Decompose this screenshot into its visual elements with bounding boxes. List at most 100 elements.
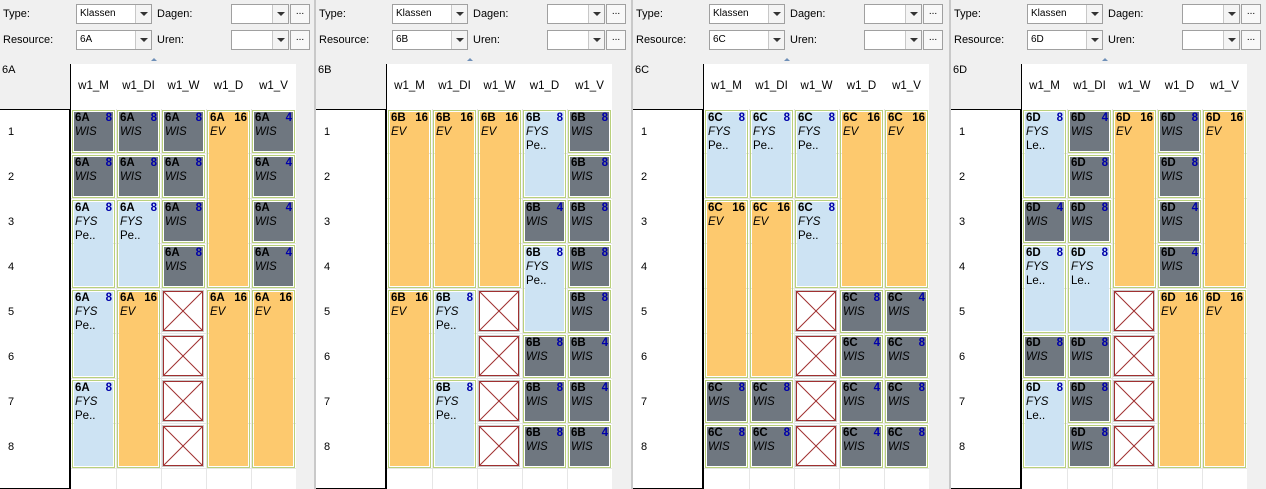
resource-combobox[interactable]: 6C <box>709 30 785 50</box>
collapse-caret-icon[interactable] <box>151 58 157 61</box>
collapse-caret-icon[interactable] <box>467 58 473 61</box>
row-header-1[interactable]: 1 <box>8 126 15 138</box>
chevron-down-icon[interactable] <box>272 31 288 49</box>
uren-ellipsis-button[interactable]: ... <box>606 30 626 50</box>
resource-combobox[interactable]: 6D <box>1027 30 1103 50</box>
dagen-ellipsis-button[interactable]: ... <box>606 4 626 24</box>
type-combobox[interactable]: Klassen <box>709 4 785 24</box>
row-header-7[interactable]: 7 <box>641 396 648 408</box>
dagen-combobox[interactable] <box>864 4 922 24</box>
chevron-down-icon[interactable] <box>588 5 604 23</box>
row-header-8[interactable]: 8 <box>324 441 331 453</box>
column-header-w1_v[interactable]: w1_V <box>575 80 604 92</box>
panel-splitter[interactable] <box>949 0 951 489</box>
dagen-combobox[interactable] <box>1182 4 1240 24</box>
column-header-w1_w[interactable]: w1_W <box>167 80 200 92</box>
row-header-4[interactable]: 4 <box>324 261 331 273</box>
collapse-caret-icon[interactable] <box>784 58 790 61</box>
panel-splitter[interactable] <box>314 0 316 489</box>
column-header-w1_v[interactable]: w1_V <box>259 80 288 92</box>
column-header-w1_m[interactable]: w1_M <box>78 80 109 92</box>
column-header-w1_d[interactable]: w1_D <box>213 80 244 92</box>
row-header-4[interactable]: 4 <box>8 261 15 273</box>
column-header-w1_di[interactable]: w1_DI <box>755 80 788 92</box>
row-header-2[interactable]: 2 <box>641 171 648 183</box>
panel-splitter[interactable] <box>631 0 633 489</box>
column-header-w1_w[interactable]: w1_W <box>483 80 516 92</box>
column-header-w1_di[interactable]: w1_DI <box>1073 80 1106 92</box>
dagen-ellipsis-button[interactable]: ... <box>923 4 943 24</box>
uren-combobox[interactable] <box>1182 30 1240 50</box>
row-header-3[interactable]: 3 <box>641 216 648 228</box>
row-header-5[interactable]: 5 <box>641 306 648 318</box>
chevron-down-icon[interactable] <box>135 31 151 49</box>
column-header-w1_v[interactable]: w1_V <box>1210 80 1239 92</box>
dagen-ellipsis-button[interactable]: ... <box>290 4 310 24</box>
column-header-w1_w[interactable]: w1_W <box>800 80 833 92</box>
chevron-down-icon[interactable] <box>905 31 921 49</box>
row-header-5[interactable]: 5 <box>324 306 331 318</box>
dagen-combobox[interactable] <box>231 4 289 24</box>
uren-ellipsis-button[interactable]: ... <box>1241 30 1261 50</box>
column-header-w1_di[interactable]: w1_DI <box>438 80 471 92</box>
column-header-w1_w[interactable]: w1_W <box>1118 80 1151 92</box>
row-header-6[interactable]: 6 <box>8 351 15 363</box>
chevron-down-icon[interactable] <box>451 5 467 23</box>
chevron-down-icon[interactable] <box>1223 5 1239 23</box>
row-header-8[interactable]: 8 <box>8 441 15 453</box>
vertical-scrollbar[interactable] <box>1247 64 1265 489</box>
row-header-2[interactable]: 2 <box>324 171 331 183</box>
row-header-5[interactable]: 5 <box>8 306 15 318</box>
row-header-6[interactable]: 6 <box>641 351 648 363</box>
chevron-down-icon[interactable] <box>1086 31 1102 49</box>
collapse-caret-icon[interactable] <box>1102 58 1108 61</box>
row-header-7[interactable]: 7 <box>324 396 331 408</box>
row-header-8[interactable]: 8 <box>959 441 966 453</box>
uren-combobox[interactable] <box>231 30 289 50</box>
chevron-down-icon[interactable] <box>451 31 467 49</box>
row-header-7[interactable]: 7 <box>959 396 966 408</box>
chevron-down-icon[interactable] <box>768 31 784 49</box>
